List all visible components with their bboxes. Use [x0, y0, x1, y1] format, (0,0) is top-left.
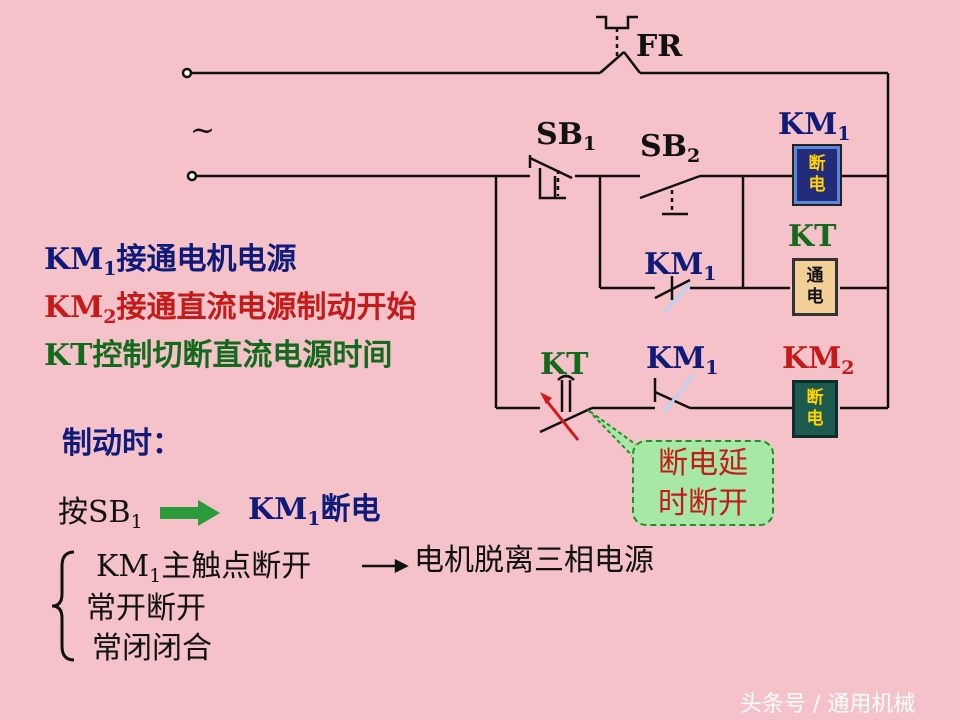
km1-nc-contact-label: KM1: [644, 247, 717, 285]
kt-delay-contact: [539, 406, 593, 434]
coil-kt: 通 电: [792, 258, 838, 316]
km1-off-result: KM1断电: [248, 492, 381, 530]
no-contact-open: 常开断开: [86, 591, 206, 626]
motor-disconnected: 电机脱离三相电源: [414, 543, 654, 578]
terminal-bottom: [186, 170, 198, 182]
note-kt: KT控制切断直流电源时间: [44, 338, 393, 373]
sb2-label: SB2: [640, 129, 701, 167]
coil-kt-label: KT: [788, 219, 837, 254]
watermark: 头条号 / 通用机械: [740, 692, 916, 717]
press-sb1: 按SB1: [58, 495, 143, 533]
brace-icon: [51, 550, 75, 662]
ac-source-symbol: ~: [190, 113, 216, 148]
fr-label: FR: [636, 29, 683, 64]
coil-km1: 断 电: [792, 144, 842, 206]
sb2-contact: [639, 174, 701, 200]
main-contact-open: KM1主触点断开: [96, 549, 312, 587]
km1-no-contact-label: KM1: [646, 341, 719, 379]
sb1-label: SB1: [536, 117, 597, 155]
fr-contact: [599, 51, 625, 74]
coil-km2-label: KM2: [782, 341, 855, 379]
sb1-contact: [529, 156, 573, 180]
nc-contact-closed: 常闭闭合: [92, 631, 212, 666]
green-arrow-icon: [160, 500, 220, 526]
coil-km1-label: KM1: [778, 107, 851, 145]
braking-title: 制动时：: [62, 426, 182, 461]
terminal-top: [181, 67, 193, 79]
delay-callout: 断电延 时断开: [632, 440, 774, 526]
coil-km2: 断 电: [792, 380, 838, 438]
note-km2: KM2接通直流电源制动开始: [44, 290, 417, 328]
note-km1: KM1接通电机电源: [44, 242, 297, 280]
kt-contact-label: KT: [540, 347, 589, 382]
